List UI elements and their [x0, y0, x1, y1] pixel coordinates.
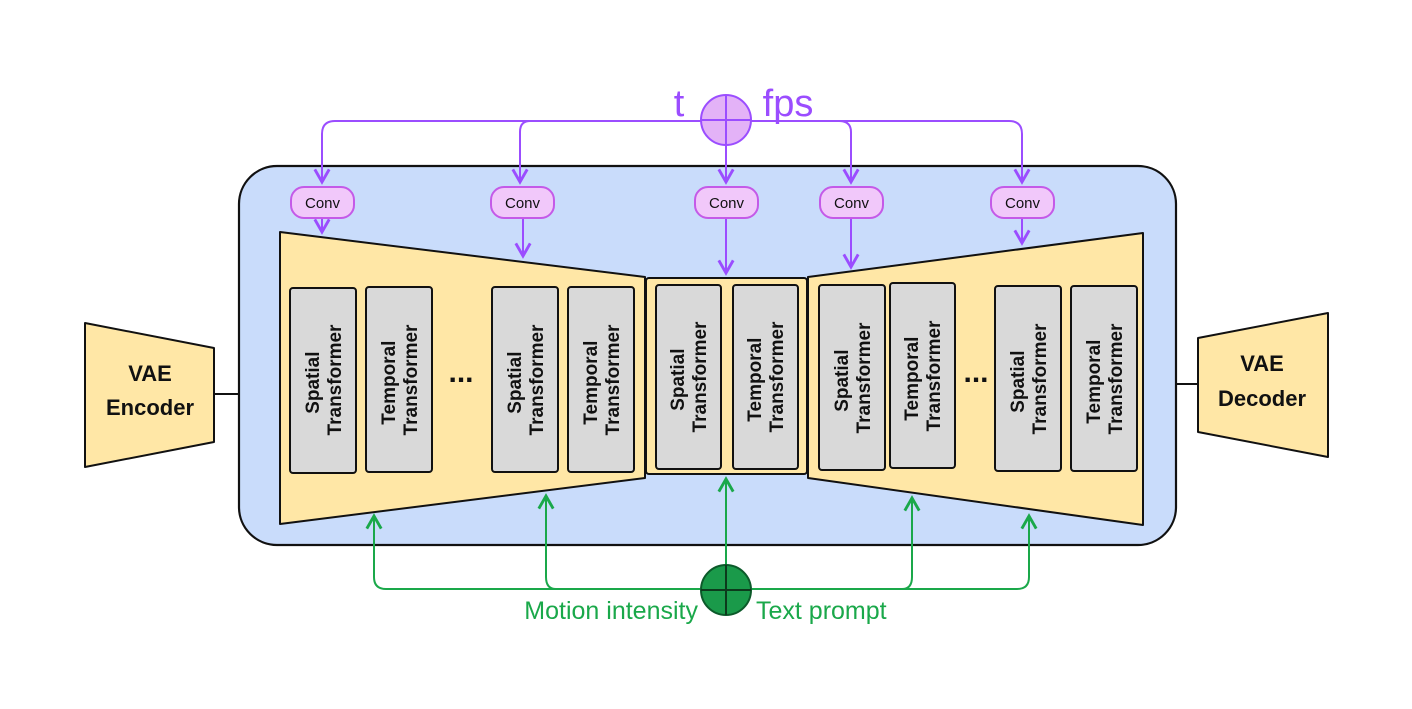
svg-text:Temporal Transformer: Temporal Transformer: [745, 321, 788, 432]
temporal-label-line2: Transformer: [603, 324, 624, 435]
bottom-combine-node: [700, 564, 752, 616]
transformer-spatial-2: Spatial Transformer: [491, 286, 559, 473]
transformer-spatial-1: Spatial Transformer: [289, 287, 357, 474]
svg-text:Temporal Transformer: Temporal Transformer: [902, 320, 945, 431]
green-condition-lines: [365, 476, 1038, 590]
svg-text:Spatial Transformer: Spatial Transformer: [303, 324, 346, 435]
top-combine-node: [700, 94, 752, 146]
spatial-label-line2: Transformer: [1030, 323, 1051, 434]
vae-encoder: VAE Encoder: [84, 322, 215, 468]
conv-1: Conv: [290, 186, 355, 219]
conv-3: Conv: [694, 186, 759, 219]
vae-encoder-line2: Encoder: [106, 395, 194, 420]
conv-label: Conv: [305, 195, 341, 212]
temporal-label-line2: Transformer: [924, 320, 945, 431]
timestep-label: t: [674, 83, 685, 125]
transformer-spatial-mid: Spatial Transformer: [655, 284, 722, 470]
svg-text:Spatial Transformer: Spatial Transformer: [668, 321, 711, 432]
vae-encoder-line1: VAE: [128, 361, 172, 386]
conv-label: Conv: [505, 195, 541, 212]
ellipsis-right: ...: [963, 356, 988, 389]
temporal-label-line1: Temporal: [1084, 340, 1105, 424]
conv-5: Conv: [990, 186, 1055, 219]
temporal-label-line2: Transformer: [1106, 323, 1127, 434]
transformer-temporal-1: Temporal Transformer: [365, 286, 433, 473]
temporal-label-line2: Transformer: [401, 324, 422, 435]
svg-text:Temporal Transformer: Temporal Transformer: [581, 324, 624, 435]
transformer-spatial-4: Spatial Transformer: [994, 285, 1062, 472]
text-prompt-label: Text prompt: [756, 597, 887, 625]
ellipsis-left: ...: [448, 356, 473, 389]
transformer-temporal-mid: Temporal Transformer: [732, 284, 799, 470]
svg-text:Spatial Transformer: Spatial Transformer: [505, 324, 548, 435]
vae-decoder: VAE Decoder: [1197, 312, 1329, 458]
transformer-temporal-4: Temporal Transformer: [1070, 285, 1138, 472]
conv-label: Conv: [1005, 195, 1041, 212]
transformer-spatial-3: Spatial Transformer: [818, 284, 886, 471]
spatial-label-line2: Transformer: [325, 324, 346, 435]
conv-2: Conv: [490, 186, 555, 219]
motion-intensity-label: Motion intensity: [524, 597, 698, 625]
purple-condition-lines: [313, 120, 1031, 276]
svg-text:Temporal Transformer: Temporal Transformer: [1084, 323, 1127, 434]
svg-text:Temporal Transformer: Temporal Transformer: [379, 324, 422, 435]
spatial-label-line1: Spatial: [303, 351, 324, 413]
conv-label: Conv: [834, 195, 870, 212]
svg-text:Spatial Transformer: Spatial Transformer: [832, 322, 875, 433]
transformer-temporal-3: Temporal Transformer: [889, 282, 956, 469]
spatial-label-line2: Transformer: [854, 322, 875, 433]
spatial-label-line1: Spatial: [668, 348, 689, 410]
conv-4: Conv: [819, 186, 884, 219]
spatial-label-line2: Transformer: [690, 321, 711, 432]
spatial-label-line2: Transformer: [527, 324, 548, 435]
temporal-label-line1: Temporal: [379, 341, 400, 425]
temporal-label-line1: Temporal: [745, 338, 766, 422]
temporal-label-line1: Temporal: [902, 337, 923, 421]
vae-decoder-line2: Decoder: [1218, 386, 1306, 411]
svg-text:Spatial Transformer: Spatial Transformer: [1008, 323, 1051, 434]
spatial-label-line1: Spatial: [1008, 350, 1029, 412]
conv-label: Conv: [709, 195, 745, 212]
transformer-temporal-2: Temporal Transformer: [567, 286, 635, 473]
spatial-label-line1: Spatial: [505, 351, 526, 413]
spatial-label-line1: Spatial: [832, 349, 853, 411]
temporal-label-line2: Transformer: [767, 321, 788, 432]
vae-decoder-line1: VAE: [1240, 351, 1284, 376]
temporal-label-line1: Temporal: [581, 341, 602, 425]
fps-label: fps: [763, 83, 814, 125]
